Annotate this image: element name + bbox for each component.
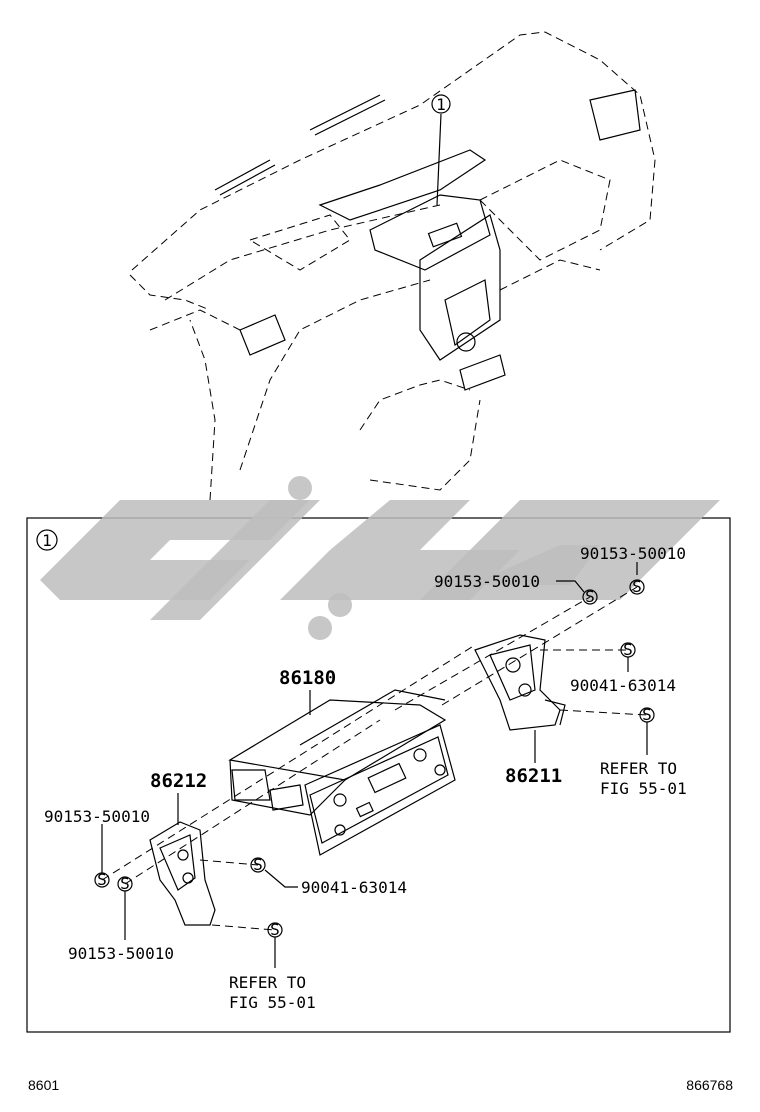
fastener-symbol: S (632, 577, 642, 596)
dashboard-illustration: 1 (129, 31, 656, 501)
part-label-bolt-left: 90041-63014 (301, 878, 407, 897)
bracket-right-drawing (474, 634, 566, 731)
part-label-screw-b: 90153-50010 (434, 572, 540, 591)
fastener-symbol: S (253, 855, 263, 874)
fastener-symbol: S (120, 874, 130, 893)
ref-right-line2: FIG 55-01 (600, 779, 687, 798)
part-label-bolt-right: 90041-63014 (570, 676, 676, 695)
part-label-screw-a: 90153-50010 (580, 544, 686, 563)
exploded-view: S S S S S S S S (94, 562, 655, 968)
inset-marker: 1 (42, 531, 52, 550)
watermark-logo (40, 476, 720, 640)
bracket-left-drawing (149, 821, 216, 926)
fastener-symbol: S (585, 587, 595, 606)
part-label-bracket-left: 86212 (150, 770, 207, 792)
part-label-bracket-right: 86211 (505, 765, 562, 787)
footer-left-code: 8601 (28, 1077, 59, 1093)
fastener-symbols: S S S S S S S S (94, 577, 655, 939)
fastener-symbol: S (642, 705, 652, 724)
fastener-symbol: S (97, 870, 107, 889)
fastener-symbol: S (623, 640, 633, 659)
audio-unit-drawing (228, 689, 456, 856)
part-label-screw-c: 90153-50010 (44, 807, 150, 826)
part-label-unit: 86180 (279, 667, 336, 689)
ref-right-line1: REFER TO (600, 759, 677, 778)
ref-left-line2: FIG 55-01 (229, 993, 316, 1012)
fastener-symbol: S (270, 920, 280, 939)
footer-right-code: 866768 (686, 1077, 733, 1093)
part-label-screw-d: 90153-50010 (68, 944, 174, 963)
inset-marker-circle (36, 529, 58, 551)
callout-marker: 1 (436, 95, 446, 114)
ref-left-line1: REFER TO (229, 973, 306, 992)
